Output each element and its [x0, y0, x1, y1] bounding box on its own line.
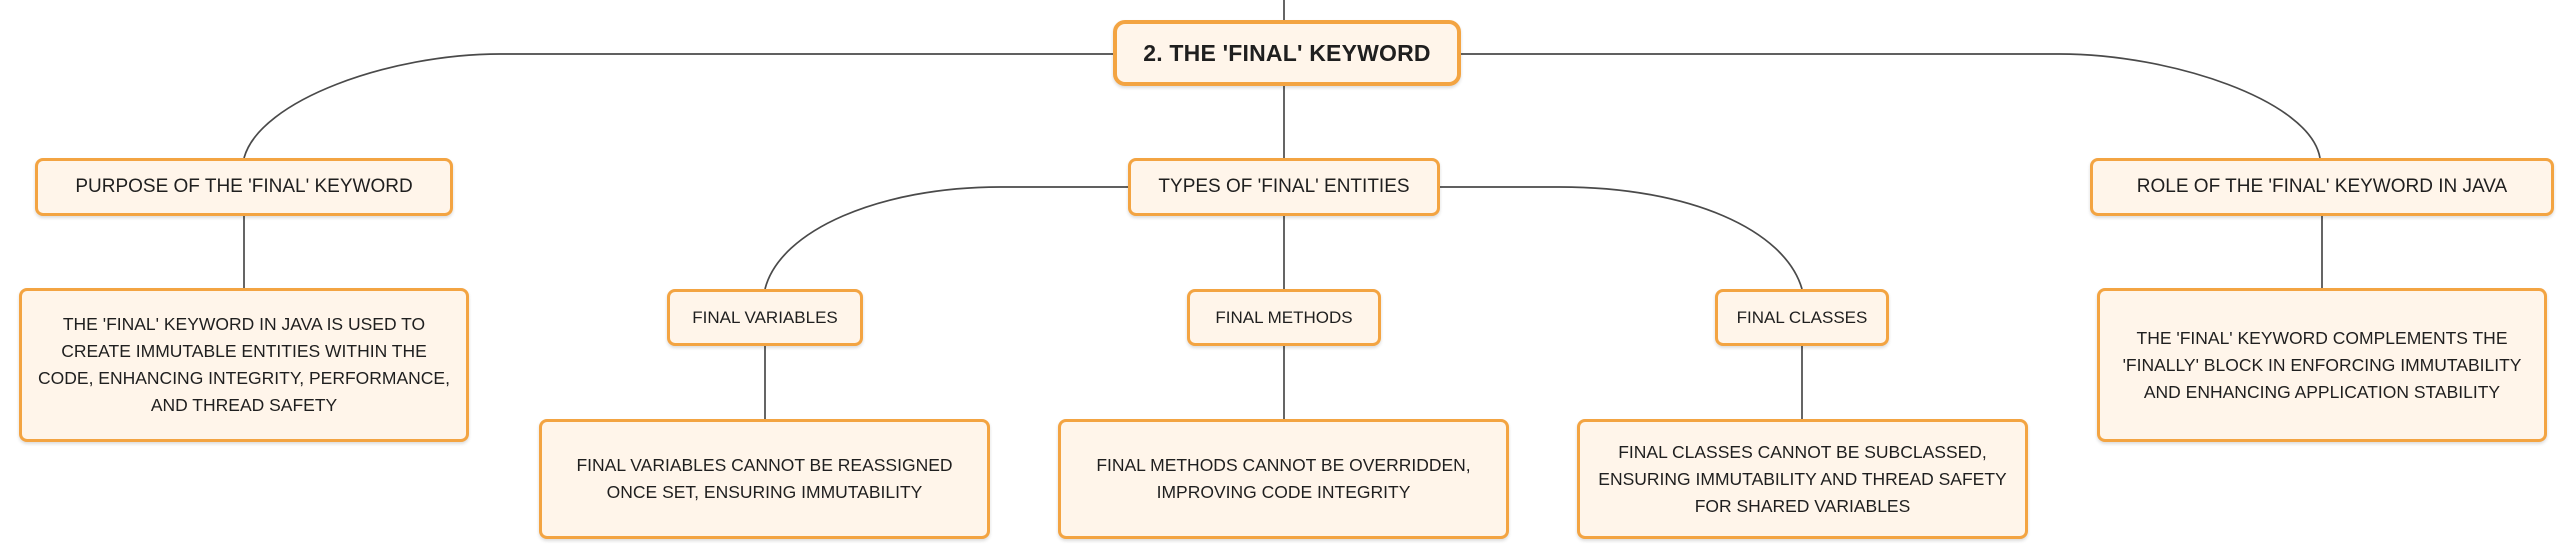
root-node[interactable]: 2. THE 'FINAL' KEYWORD [1113, 20, 1461, 86]
connector-root-to-role [1461, 53, 2321, 159]
purpose-detail-text: THE 'FINAL' KEYWORD IN JAVA IS USED TO C… [38, 314, 450, 415]
types-label: TYPES OF 'FINAL' ENTITIES [1158, 176, 1410, 197]
final-classes-detail-node[interactable]: FINAL CLASSES CANNOT BE SUBCLASSED, ENSU… [1577, 419, 2028, 539]
final-methods-detail-node[interactable]: FINAL METHODS CANNOT BE OVERRIDDEN, IMPR… [1058, 419, 1509, 539]
final-variables-label: FINAL VARIABLES [692, 307, 838, 327]
connector-types-to-classes [1440, 186, 1803, 290]
root-label: 2. THE 'FINAL' KEYWORD [1143, 39, 1431, 66]
connector-root-to-purpose [243, 53, 1113, 159]
role-node[interactable]: ROLE OF THE 'FINAL' KEYWORD IN JAVA [2090, 158, 2554, 216]
final-variables-detail-node[interactable]: FINAL VARIABLES CANNOT BE REASSIGNED ONC… [539, 419, 990, 539]
types-node[interactable]: TYPES OF 'FINAL' ENTITIES [1128, 158, 1440, 216]
final-methods-detail-text: FINAL METHODS CANNOT BE OVERRIDDEN, IMPR… [1096, 455, 1471, 502]
role-detail-node[interactable]: THE 'FINAL' KEYWORD COMPLEMENTS THE 'FIN… [2097, 288, 2547, 442]
final-methods-node[interactable]: FINAL METHODS [1187, 289, 1381, 346]
role-label: ROLE OF THE 'FINAL' KEYWORD IN JAVA [2136, 176, 2508, 197]
final-variables-node[interactable]: FINAL VARIABLES [667, 289, 863, 346]
purpose-node[interactable]: PURPOSE OF THE 'FINAL' KEYWORD [35, 158, 453, 216]
final-classes-detail-text: FINAL CLASSES CANNOT BE SUBCLASSED, ENSU… [1598, 441, 2007, 516]
purpose-detail-node[interactable]: THE 'FINAL' KEYWORD IN JAVA IS USED TO C… [19, 288, 469, 442]
role-detail-text: THE 'FINAL' KEYWORD COMPLEMENTS THE 'FIN… [2122, 327, 2522, 402]
connector-types-to-variables [764, 186, 1128, 290]
final-methods-label: FINAL METHODS [1215, 307, 1353, 327]
final-classes-label: FINAL CLASSES [1736, 307, 1868, 327]
purpose-label: PURPOSE OF THE 'FINAL' KEYWORD [75, 176, 413, 197]
final-classes-node[interactable]: FINAL CLASSES [1715, 289, 1889, 346]
final-variables-detail-text: FINAL VARIABLES CANNOT BE REASSIGNED ONC… [576, 455, 953, 502]
